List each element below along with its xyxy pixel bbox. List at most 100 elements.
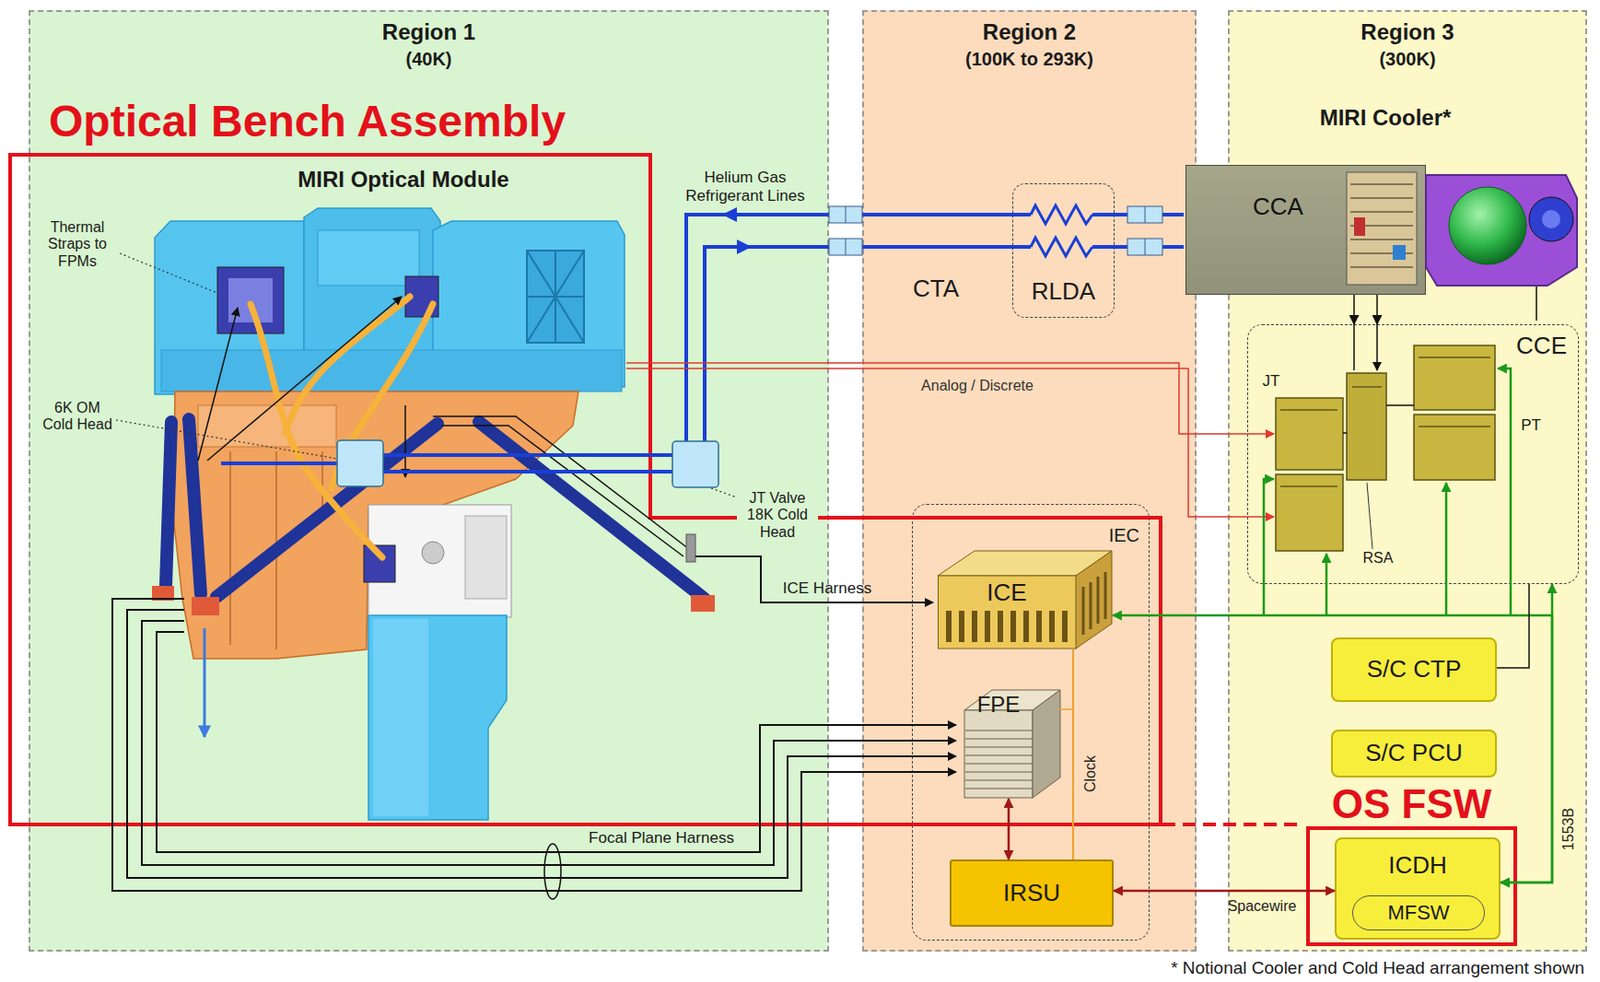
helium-line <box>829 206 863 223</box>
electronics-box-shape <box>958 610 965 643</box>
connector <box>1007 798 1011 860</box>
dotted-group: RLDA <box>1012 183 1115 318</box>
compressor-box: CCA <box>1185 164 1426 295</box>
bus-branch <box>1263 368 1511 616</box>
leader-line <box>711 488 737 498</box>
box-label: FPE <box>960 691 1037 718</box>
helium-line <box>1127 206 1163 223</box>
part-label: ICE Harness <box>782 579 872 598</box>
assembly-outline-shape <box>10 154 1161 825</box>
box-label: S/C PCU <box>1365 739 1462 768</box>
leader-line <box>116 253 737 498</box>
part-label: MIRI Cooler* <box>1319 105 1452 131</box>
assembly-outline: Optical Bench Assembly <box>8 95 1163 827</box>
helium-line <box>221 205 1184 472</box>
cooler-electronics <box>1343 405 1414 433</box>
optical-module <box>230 451 323 650</box>
assembly-dashed-link <box>1162 824 1303 826</box>
helium-line <box>221 461 338 466</box>
cooler-unit <box>1350 184 1414 268</box>
cooler-electronics <box>1275 280 1537 551</box>
electronics-box-shape <box>1010 610 1017 643</box>
cooler-electronics <box>1535 280 1538 321</box>
optical-module <box>405 276 439 317</box>
cooler-electronics <box>1275 397 1344 470</box>
cooler-electronics <box>1413 414 1495 480</box>
harness-wire <box>112 534 957 900</box>
thermal-strap <box>331 303 433 489</box>
leader-line <box>116 420 338 459</box>
part-label: MIRI Optical Module <box>297 166 509 193</box>
helium-line <box>686 214 1184 442</box>
region-heading: (300K) <box>1229 48 1586 71</box>
software-title: OS FSW <box>1291 782 1532 827</box>
connector-label: Clock <box>1082 755 1099 793</box>
region-heading: (100K to 293K) <box>864 48 1195 71</box>
assembly-outline-shape <box>8 95 1163 827</box>
cold-head <box>337 440 384 487</box>
part-label: Helium Gas Refrigerant Lines <box>676 168 815 205</box>
connector-label: 1553B <box>1560 807 1577 851</box>
internal-wire <box>198 307 238 461</box>
clock-wire <box>1059 708 1074 711</box>
connector-label: Spacewire <box>1227 898 1297 915</box>
bus-branch <box>1497 368 1511 616</box>
internal-wire <box>198 296 690 557</box>
analog-wire <box>626 362 1274 434</box>
helium-line <box>736 239 752 255</box>
cooler-electronics <box>1354 324 1378 371</box>
harness-wire <box>127 609 957 878</box>
support-strut <box>216 423 438 597</box>
optical-module <box>303 208 441 392</box>
optical-module <box>217 267 284 334</box>
part-label: JT Valve 18K Cold Head <box>736 488 818 543</box>
part-label: Focal Plane Harness <box>588 829 735 848</box>
box-label: MFSW <box>1387 900 1449 924</box>
group-label: IEC <box>1109 525 1140 545</box>
box-label: ICE <box>937 579 1076 608</box>
harness-wire <box>695 556 934 603</box>
cooler-electronics <box>1275 474 1344 551</box>
dotted-group: CCE <box>1247 324 1579 584</box>
assembly-title: Optical Bench Assembly <box>48 95 566 147</box>
connector <box>1113 889 1335 893</box>
connector <box>1072 649 1075 860</box>
electronics-box-shape <box>1062 610 1068 643</box>
cooler-unit <box>1529 197 1574 242</box>
cooler-electronics <box>1346 373 1387 480</box>
electronics-box-shape <box>1023 610 1029 643</box>
helium-line <box>1030 237 1093 257</box>
optical-module <box>421 541 444 564</box>
electronics-box-shape <box>1083 572 1106 635</box>
connector <box>1376 294 1379 325</box>
box-label: CCA <box>1252 193 1304 222</box>
process-box: ICDHMFSW <box>1334 837 1501 940</box>
helium-line <box>1030 205 1093 224</box>
electronics-box-shape <box>984 610 991 643</box>
group-label: RLDA <box>1013 278 1114 306</box>
harness-wire <box>156 631 957 853</box>
part-label: Analog / Discrete <box>921 377 1034 395</box>
cold-head <box>337 440 719 488</box>
part-label: Thermal Straps to FPMs <box>35 219 119 270</box>
optical-module <box>373 618 429 817</box>
connector <box>1500 583 1553 883</box>
cooler-electronics <box>1413 345 1495 410</box>
optical-module <box>317 230 420 286</box>
harness-wire <box>686 534 696 562</box>
optical-module <box>690 595 715 612</box>
thermal-strap <box>250 303 383 558</box>
cooler-unit <box>1448 186 1527 265</box>
part-label: CTA <box>912 275 959 304</box>
support-strut <box>165 419 705 599</box>
optical-module <box>151 208 715 820</box>
helium-line <box>1127 238 1163 256</box>
connector <box>1353 294 1355 325</box>
temperature-region: Region 3(300K)CCACCES/C CTPS/C PCUOS FSW… <box>1227 10 1588 952</box>
support-strut <box>478 421 705 599</box>
part-label: 6K OM Cold Head <box>40 399 115 434</box>
temperature-region: Region 2(100K to 293K)RLDAIECICEFPEIRSU <box>862 10 1197 952</box>
cooler-unit <box>1354 217 1366 236</box>
dotted-group: IECICEFPEIRSU <box>911 503 1150 941</box>
